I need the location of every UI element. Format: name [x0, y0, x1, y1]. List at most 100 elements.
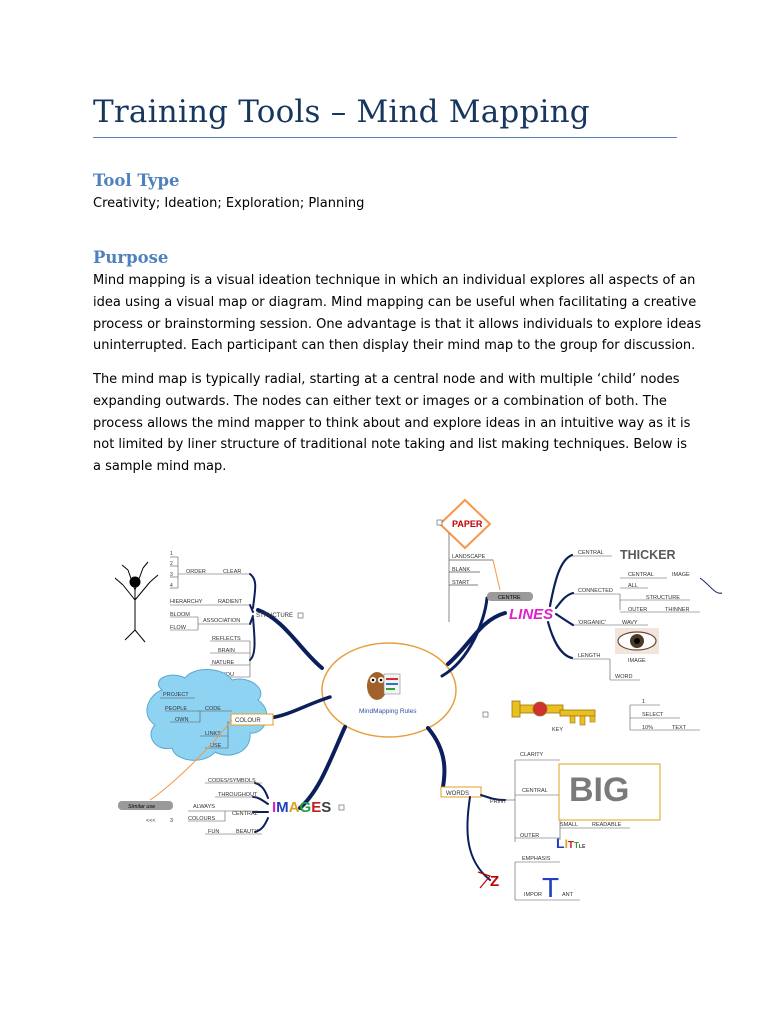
lines-word: WORD — [615, 674, 632, 680]
lines-central: CENTRAL — [578, 550, 604, 556]
similar-use-node — [118, 801, 173, 810]
structure-flow: FLOW — [170, 625, 187, 631]
lines-thicker: THICKER — [620, 548, 676, 562]
cloud-shape — [146, 669, 268, 761]
paper-branch: PAPER LANDSCAPE BLANK START CENTRE — [436, 498, 533, 622]
structure-order: ORDER — [186, 569, 206, 575]
key-branch: KEY 1 SELECT 10% TEXT — [482, 699, 700, 733]
lines-image: IMAGE — [672, 572, 690, 578]
lines-all: ALL — [628, 583, 638, 589]
images-colours: COLOURS — [188, 816, 216, 822]
structure-clear: CLEAR — [223, 569, 241, 575]
images-central: CENTRAL — [232, 811, 258, 817]
words-ant: ANT — [562, 892, 574, 898]
similar-use-three: 3 — [170, 818, 173, 824]
words-label: WORDS — [446, 791, 469, 797]
images-branch: CODES/SYMBOLS THROUGHOUT ALWAYS CENTRAL … — [188, 778, 345, 835]
lines-organic: 'ORGANIC' — [578, 620, 606, 626]
lines-branch: LINES CENTRAL THICKER CONNECTED CENTRAL … — [509, 548, 723, 681]
words-z: Z — [490, 873, 499, 890]
words-print: PRINT — [490, 799, 507, 805]
lines-length: LENGTH — [578, 653, 600, 659]
structure-branch: 1 2 3 4 ORDER CLEAR HIERARCHY RADIENT BL… — [114, 551, 304, 678]
words-clarity: CLARITY — [520, 752, 544, 758]
colour-use: USE — [210, 743, 222, 749]
centre-node — [487, 592, 533, 601]
paper-label: PAPER — [452, 519, 483, 529]
title-divider — [93, 137, 677, 138]
paper-item-landscape: LANDSCAPE — [452, 554, 486, 560]
structure-association: ASSOCIATION — [203, 618, 240, 624]
key-one: 1 — [642, 699, 645, 705]
words-emphasis: EMPHASIS — [522, 856, 551, 862]
words-small: SMALL — [560, 822, 578, 828]
paper-item-start: START — [452, 580, 470, 586]
eye-icon — [615, 628, 659, 654]
central-node: MindMapping Rules — [321, 642, 457, 738]
colour-code: CODE — [205, 706, 221, 712]
images-fun: FUN — [208, 829, 219, 835]
key-label: KEY — [552, 727, 563, 733]
colour-branch: PROJECT PEOPLE CODE OWN LINKS USE COLOUR… — [118, 669, 274, 824]
colour-own: OWN — [175, 717, 188, 723]
colour-node — [230, 713, 274, 726]
purpose-paragraph-2: The mind map is typically radial, starti… — [93, 372, 691, 475]
lines-outer: OUTER — [628, 607, 647, 613]
centre-label: CENTRE — [498, 595, 521, 601]
big-box — [558, 763, 661, 821]
words-little: LITTLE — [556, 835, 586, 851]
structure-num-3: 3 — [170, 572, 173, 578]
tree-icon — [114, 561, 159, 643]
purpose-heading: Purpose — [93, 248, 169, 267]
images-always: ALWAYS — [193, 804, 215, 810]
lines-structure: STRUCTURE — [646, 595, 680, 601]
structure-nature: NATURE — [212, 660, 235, 666]
lines-image-2: IMAGE — [628, 658, 646, 664]
structure-num-2: 2 — [170, 561, 173, 567]
words-branch: WORDS CLARITY PRINT CENTRAL BIG SMALL RE… — [440, 752, 661, 903]
lines-wavy: WAVY — [622, 620, 638, 626]
lines-thinner: THINNER — [665, 607, 689, 613]
structure-radiant: RADIENT — [218, 599, 243, 605]
lines-label: LINES — [509, 606, 553, 623]
structure-bloom: BLOOM — [170, 612, 190, 618]
structure-num-4: 4 — [170, 583, 173, 589]
images-beauty: BEAUTY — [236, 829, 258, 835]
words-outer: OUTER — [520, 833, 539, 839]
structure-label: STRUCTURE — [256, 613, 293, 619]
key-icon — [511, 700, 596, 726]
colour-project: PROJECT — [163, 692, 189, 698]
central-node-label: MindMapping Rules — [359, 708, 417, 715]
lines-central-2: CENTRAL — [628, 572, 654, 578]
words-big: BIG — [569, 771, 629, 809]
words-impor: IMPOR — [524, 892, 542, 898]
tool-type-heading: Tool Type — [93, 171, 180, 190]
paper-item-blank: BLANK — [452, 567, 470, 573]
images-codes: CODES/SYMBOLS — [208, 778, 256, 784]
similar-use-arrows: <<< — [146, 818, 156, 824]
structure-brain: BRAIN — [218, 648, 235, 654]
owl-icon — [367, 672, 401, 700]
words-central: CENTRAL — [522, 788, 548, 794]
lines-connected: CONNECTED — [578, 588, 613, 594]
colour-people: PEOPLE — [165, 706, 187, 712]
structure-hierarchy: HIERARCHY — [170, 599, 203, 605]
page-title: Training Tools – Mind Mapping — [93, 94, 590, 130]
words-t: T — [542, 872, 559, 903]
structure-reflects: REFLECTS — [212, 636, 241, 642]
images-label: IMAGES — [272, 799, 331, 816]
purpose-paragraph-1: Mind mapping is a visual ideation techni… — [93, 273, 702, 354]
colour-links: LINKS — [205, 731, 221, 737]
colour-label: COLOUR — [235, 718, 261, 724]
images-throughout: THROUGHOUT — [218, 792, 258, 798]
similar-use-label: Similar use — [128, 804, 155, 810]
words-readable: READABLE — [592, 822, 622, 828]
key-select: SELECT — [642, 712, 664, 718]
key-text: TEXT — [672, 725, 687, 731]
structure-num-1: 1 — [170, 551, 173, 557]
tool-type-text: Creativity; Ideation; Exploration; Plann… — [93, 196, 365, 211]
paper-diamond — [438, 498, 492, 550]
key-ten: 10% — [642, 725, 653, 731]
words-node — [440, 786, 482, 798]
